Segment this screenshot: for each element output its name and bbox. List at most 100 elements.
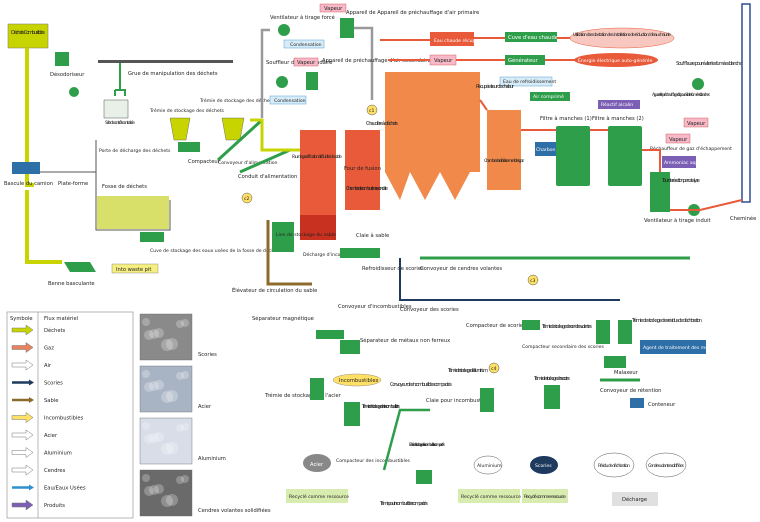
condensation-label-2: Condensation: [274, 98, 306, 104]
condensation-label-1: Condensation: [290, 42, 322, 48]
energie-box: [574, 53, 658, 67]
sample-texture: [176, 320, 184, 328]
chambre-refroidissement-label: Chambre de refroidissement des gaz: [484, 158, 525, 164]
malaxeur-label: Malaxeur: [614, 370, 639, 376]
legend-arrowhead: [29, 397, 34, 403]
residue-processing: Convoyeur d'incombustibles Séparateur ma…: [252, 304, 734, 507]
sample-texture: [144, 434, 154, 444]
vapeur-label-5: Vapeur: [687, 121, 706, 127]
recycle-aluminium-label: Recyclé comme ressource: [461, 493, 521, 500]
sample-texture: [142, 422, 150, 430]
sample-texture: [154, 484, 164, 494]
compacteur-scories: [522, 320, 540, 330]
decharge-box: [612, 492, 658, 506]
legend-arrowhead: [29, 484, 34, 491]
decharge-label: Décharge: [622, 496, 647, 503]
sample-texture: [181, 319, 189, 327]
sample-texture: [181, 371, 189, 379]
sample-texture: [161, 443, 173, 455]
tremie-residus: [618, 320, 632, 344]
eau-chaude-box: [430, 32, 474, 46]
tremie-cendres-label: Trémie de stockage des cendres volantes: [541, 323, 592, 330]
tremie-compactes-label: Trémie de stockage des déchets compactés: [199, 97, 301, 104]
convoyeur-cendres-label: Convoyeur de cendres volantes: [420, 266, 502, 272]
legend-row: Incombustibles: [11, 412, 84, 423]
sample-texture: [166, 494, 178, 506]
tremie-incomb-compactes: [416, 470, 432, 484]
conduit-alim-label: Conduit d'alimentation: [238, 174, 297, 180]
tremie-acier: [310, 378, 324, 400]
convoyeur-incomb-compactes-label: Convoyeur des incombustibles compactés: [390, 381, 452, 388]
legend-row: Acier: [11, 429, 58, 441]
into-waste-pit-box: [111, 263, 159, 274]
fosse-label: Fosse de déchets: [102, 183, 147, 190]
chaudiere-label: Chaudière à déchets: [366, 120, 398, 127]
tremie-residus-label: Trémie de stockage des résidus de déchlo…: [631, 317, 702, 324]
sample-label: Aluminium: [198, 456, 226, 462]
recycle-acier-label: Recyclé comme ressource: [289, 493, 349, 500]
sample-texture: [149, 329, 159, 339]
sample-texture: [181, 475, 189, 483]
sample-photo: Acier: [139, 365, 212, 413]
tremie-acier-label: Trémie de stockage de l'acier: [264, 392, 342, 399]
deodorizer-fan: [69, 87, 79, 97]
chaudiere: [385, 72, 480, 172]
sample-texture: [181, 423, 189, 431]
compacteur-secondaire-label: Compacteur secondaire des scories: [522, 344, 605, 350]
refroidisseur-label: Refroidisseur de scories: [362, 266, 424, 272]
sample-image: [139, 365, 193, 413]
sample-image: [139, 469, 193, 517]
legend-row: Produits: [11, 499, 65, 511]
cheminee: [741, 3, 751, 203]
sample-texture: [149, 381, 159, 391]
sample-texture: [154, 328, 164, 338]
fosse-outline: [95, 140, 171, 231]
cendres-solidifiees-label: Cendres volantes solidifiées: [648, 462, 685, 469]
sample-texture: [154, 380, 164, 390]
cuve-eau-chaude-box: [505, 32, 557, 42]
grue-label: Grue de manipulation des déchets: [128, 70, 218, 77]
tremie-compactes: [221, 117, 245, 141]
tremie-dechets: [169, 117, 191, 141]
separateur-magnetique-label: Séparateur magnétique: [252, 315, 314, 322]
acier-oval: [303, 454, 331, 472]
sample-label: Acier: [198, 404, 212, 410]
legend-label: Scories: [44, 381, 63, 387]
salle-controle-label: Salle de contrôle centralisée: [105, 119, 135, 126]
compacted-conveyor: [382, 408, 430, 471]
separateur-non-ferreux: [340, 340, 360, 354]
eau-refroidissement-label: Eau de refroidissement: [503, 79, 556, 85]
compacteur-label: Compacteur: [188, 159, 221, 165]
elevateur: [266, 220, 312, 286]
legend-label: Aluminium: [44, 451, 72, 457]
sample-texture: [144, 330, 154, 340]
condensation-box-1: [283, 39, 325, 49]
marker-label: c3: [530, 278, 536, 284]
conduit-alim: [239, 148, 291, 174]
tremie-aluminium-label: Trémie de stockage de l'aluminium: [447, 367, 488, 374]
scories-oval-label: Scories: [535, 463, 552, 469]
compacteur-scories-label: Compacteur de scories: [466, 323, 526, 329]
legend-arrow: [11, 464, 34, 476]
sample-texture: [176, 424, 184, 432]
marker-label: c1: [369, 108, 375, 114]
sample-photo: Aluminium: [139, 417, 226, 465]
sample-image: [139, 417, 193, 465]
secondary-blower: [276, 76, 288, 88]
marker-label: c2: [244, 196, 250, 202]
decharge-incomb-label: Décharge d'incombustibles: [303, 251, 366, 258]
into-waste-pit-label: Into waste pit: [116, 267, 151, 273]
legend-header-flux: Flux matériel: [44, 315, 78, 322]
eau-refroidissement-box: [499, 76, 553, 87]
grue-hook: [114, 63, 126, 96]
legend-arrow: [11, 499, 34, 511]
sample-photo: Scories: [139, 313, 217, 361]
sample-texture: [166, 338, 178, 350]
charbon-actif-label: Charbon actif: [536, 147, 567, 153]
air-comprime-label: Air comprimé: [533, 93, 564, 100]
sample-texture: [161, 391, 173, 403]
four-gazeification-label: Four de gazéification à lit fluidisé de …: [292, 153, 342, 160]
legend-arrow: [11, 324, 34, 336]
legend-row: Gaz: [11, 342, 54, 353]
